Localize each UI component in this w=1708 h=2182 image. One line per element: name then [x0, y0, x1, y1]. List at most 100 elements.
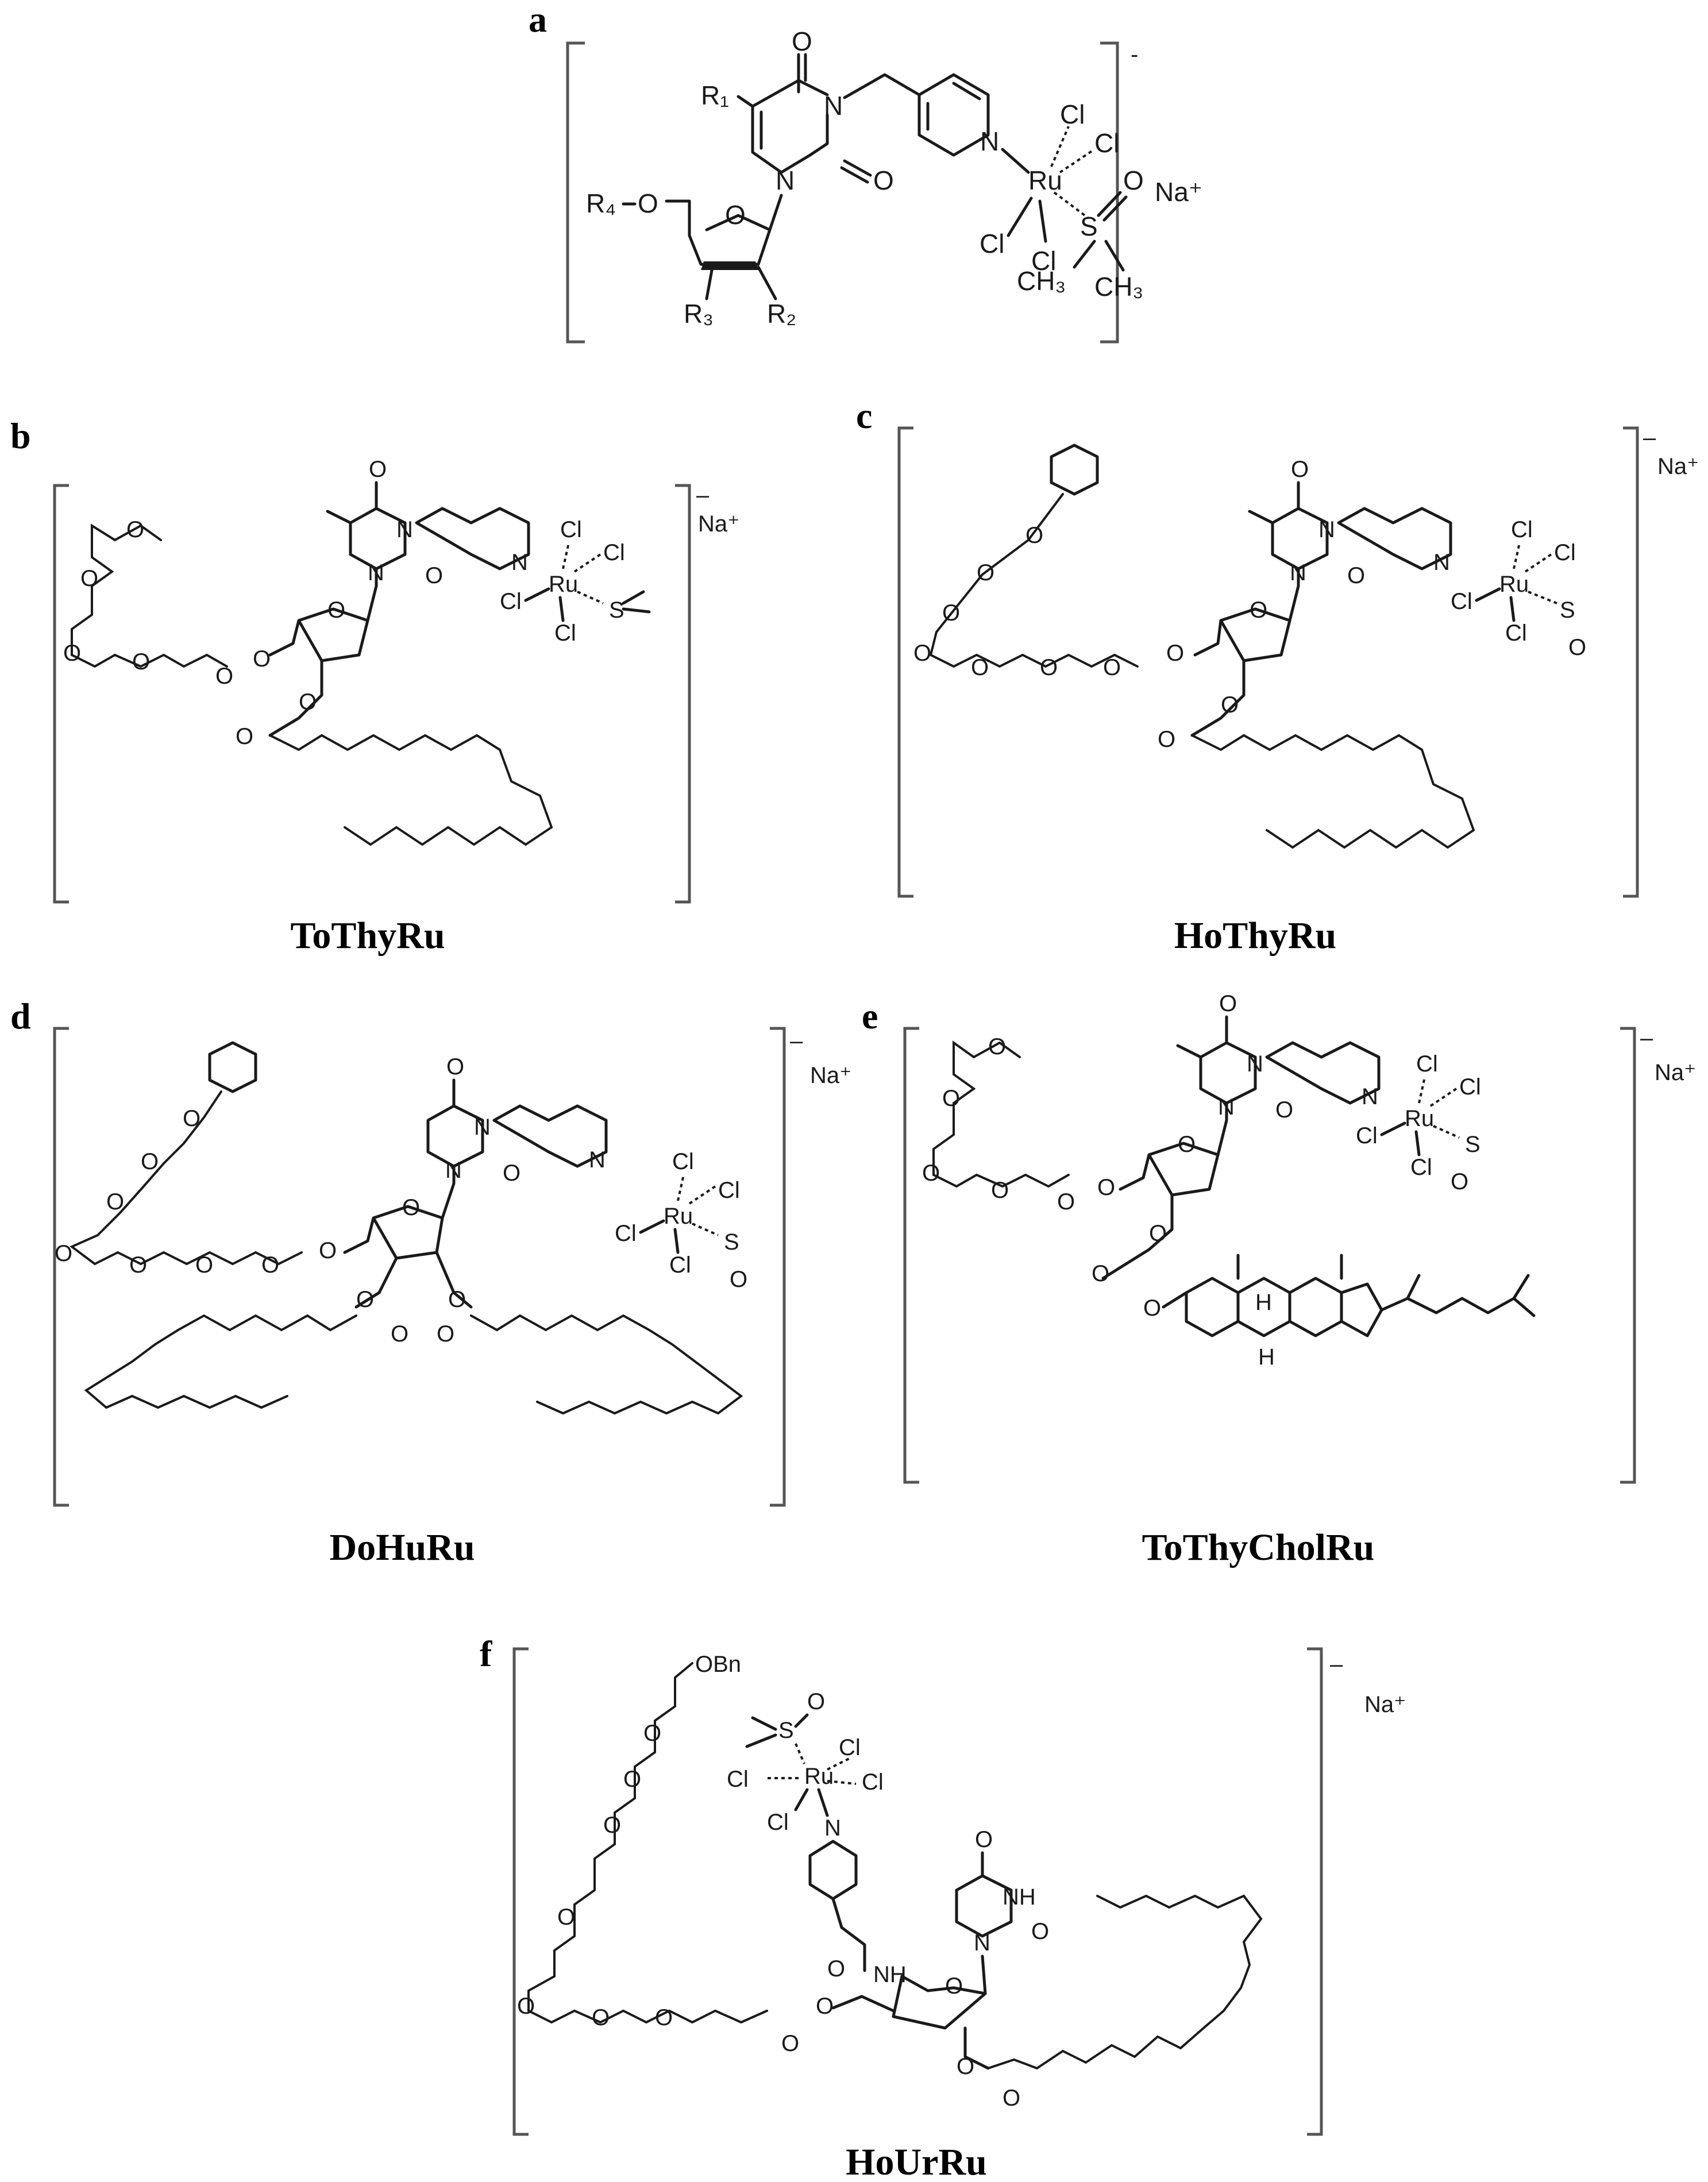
- chloride-b3: Cl: [500, 589, 522, 614]
- c3-ester-e: [1101, 1193, 1174, 1280]
- oxygen-a1: O: [792, 26, 812, 56]
- ester-o-f1: O: [781, 2031, 799, 2056]
- compound-name-c: HoThyRu: [1174, 915, 1336, 957]
- panel-e: e – Na⁺ O O O O O O O O N N O N Ru Cl Cl…: [862, 991, 1696, 1484]
- ring-oxygen-c: O: [1250, 597, 1267, 623]
- ru-bonds-b: [524, 587, 565, 622]
- ester-o-e2: O: [1097, 1175, 1115, 1200]
- ru-bonds-d: [639, 1219, 680, 1254]
- sugar-ring-c: [1193, 607, 1291, 662]
- chloride-a1: Cl: [1060, 99, 1085, 129]
- panel-letter-d: d: [10, 996, 31, 1036]
- charge-d: –: [790, 1028, 803, 1054]
- sulfur-f: S: [778, 1718, 794, 1743]
- oxygen-f3: O: [1031, 1919, 1049, 1944]
- pyridine-ring-d: [492, 1104, 608, 1168]
- panel-b: b – Na⁺ O O O O O O O O N N O N Ru Cl Cl…: [10, 415, 739, 904]
- oxygen-c2: O: [1347, 563, 1365, 588]
- ester-o-e4: O: [1092, 1261, 1109, 1286]
- nitrogen-f2: N: [974, 1930, 990, 1956]
- chloride-a3: Cl: [980, 229, 1004, 259]
- methyl-a1: CH₃: [1017, 266, 1066, 296]
- counterion-e: Na⁺: [1655, 1060, 1696, 1085]
- bracket-right-f: [1307, 1647, 1323, 2136]
- sulfur-a: S: [1080, 211, 1098, 241]
- peg-o-f6: O: [592, 2005, 610, 2030]
- ruthenium-b: Ru: [549, 572, 578, 597]
- bracket-right-d: [770, 1027, 786, 1507]
- ester-o-b4: O: [236, 724, 253, 749]
- ester-o-c1: O: [1166, 641, 1184, 666]
- bracket-left-c: [897, 426, 913, 898]
- peg-o-c7: O: [1103, 655, 1121, 680]
- bracket-right-b: [675, 484, 691, 904]
- ring-oxygen-a: O: [725, 200, 746, 230]
- charge-b: –: [696, 483, 710, 508]
- c2-ester-d: [435, 1251, 473, 1309]
- oleyl-chain-d2: [470, 1314, 743, 1415]
- compound-name-e: ToThyCholRu: [1142, 1526, 1375, 1568]
- counterion-f: Na⁺: [1364, 1692, 1406, 1717]
- ru-bonds-a: [1007, 196, 1047, 243]
- oxygen-e2: O: [1275, 1097, 1293, 1123]
- peg-o-d1: O: [183, 1106, 201, 1131]
- peg-o-e1: O: [988, 1034, 1006, 1059]
- s-bonds-f: [745, 1713, 809, 1748]
- ester-o-d5: O: [437, 1321, 454, 1347]
- benzene-ring-c: [1050, 444, 1099, 496]
- sugar-ring-b: [268, 607, 369, 662]
- nitrogen-a1: N: [824, 91, 843, 121]
- sugar-ring-d: [343, 1205, 444, 1260]
- chloride-b2: Cl: [603, 540, 625, 565]
- c5-bond-f: [831, 1995, 895, 2013]
- chloride-d2: Cl: [718, 1178, 740, 1203]
- pyridine-ring-a: [917, 73, 990, 157]
- oxygen-d2: O: [503, 1161, 521, 1186]
- chloride-d1: Cl: [672, 1149, 694, 1174]
- peg-o-e2: O: [942, 1086, 960, 1111]
- ester-o-d1: O: [319, 1238, 337, 1263]
- oxygen-c1: O: [1291, 457, 1309, 482]
- chloride-f1: Cl: [839, 1735, 861, 1760]
- oxygen-b2: O: [425, 563, 443, 588]
- carbonyls-a: [797, 53, 872, 184]
- chloride-a2: Cl: [1094, 128, 1119, 158]
- thymine-substituents-b: [326, 481, 378, 525]
- peg-chain-e: [932, 1040, 1070, 1188]
- oxygen-d1: O: [446, 1054, 464, 1080]
- pyridine-ring-b: [415, 507, 530, 570]
- peg-chain-c: [929, 493, 1139, 668]
- compound-name-b: ToThyRu: [290, 915, 445, 957]
- peg-o-f7: O: [655, 2005, 673, 2030]
- ru-hashed-bonds-d: [677, 1174, 719, 1236]
- charge-e: –: [1640, 1026, 1653, 1051]
- sugar-ring-f: [892, 1954, 987, 2030]
- panel-letter-f: f: [480, 1633, 492, 1674]
- peg-chain-b: [71, 523, 228, 668]
- pyridine-n-e: N: [1362, 1084, 1378, 1109]
- chol-o-e: O: [1143, 1296, 1161, 1321]
- chloride-c3: Cl: [1451, 589, 1472, 614]
- nitrogen-e2: N: [1218, 1094, 1235, 1120]
- thymine-substituents-c: [1248, 481, 1300, 525]
- pyridine-n-f: N: [824, 1815, 841, 1841]
- sugar-front-wedge-a: [701, 261, 758, 270]
- c5-bond-a: [665, 199, 691, 237]
- nitrogen-e1: N: [1247, 1051, 1263, 1077]
- oleyl-chain-c: [1191, 734, 1475, 849]
- ru-hashed-bonds-a: [1050, 126, 1096, 219]
- ring-oxygen-e: O: [1178, 1132, 1196, 1157]
- peg-o-f3: O: [603, 1813, 621, 1838]
- compound-name-d: DoHuRu: [329, 1526, 475, 1568]
- ring-substituents-a: [705, 265, 777, 300]
- r4-label: R₄: [586, 188, 616, 218]
- ruthenium-c: Ru: [1499, 572, 1529, 597]
- oxygen-a4: O: [638, 188, 658, 218]
- oxygen-e3: O: [1451, 1169, 1468, 1194]
- ring-oxygen-d: O: [402, 1195, 420, 1220]
- steroid-ring-c-e: [1288, 1277, 1343, 1337]
- bracket-left-f: [512, 1647, 529, 2136]
- chloride-e4: Cl: [1410, 1155, 1432, 1180]
- charge-f: –: [1330, 1652, 1343, 1677]
